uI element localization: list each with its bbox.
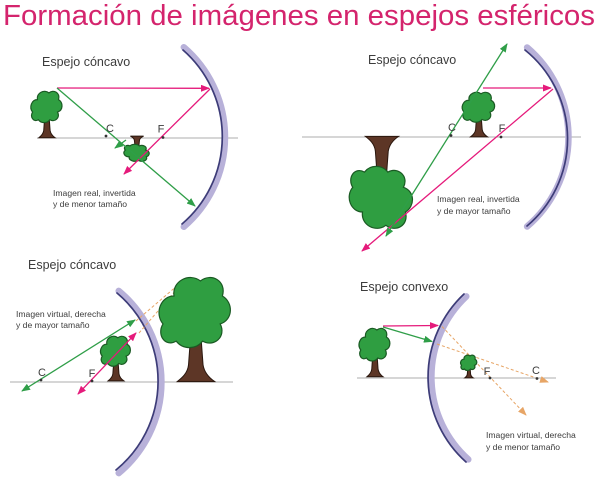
focus-label: F <box>484 366 491 378</box>
virtual-image-tree-small <box>460 354 478 379</box>
ray-through-center <box>385 43 508 237</box>
virtual-ray-through-center <box>436 343 549 383</box>
virtual-ray-through-focus <box>441 326 527 416</box>
ray-toward-center <box>382 326 433 343</box>
panel-concave-object-beyond-c: C F Espejo cóncavo Imagen real, invertid… <box>30 43 238 231</box>
panel-title: Espejo cóncavo <box>28 258 116 272</box>
panel-concave-object-inside-f: C F Espejo cóncavo Imagen virtual, derec… <box>10 258 233 477</box>
concave-mirror-body <box>180 43 229 231</box>
convex-mirror-body <box>428 293 472 463</box>
object-tree <box>461 91 496 138</box>
ray-through-center <box>56 87 196 207</box>
caption-line-2: y de mayor tamaño <box>16 320 90 330</box>
convex-mirror-surface <box>427 293 467 463</box>
object-tree <box>358 327 391 378</box>
center-label: C <box>106 123 114 135</box>
center-label: C <box>448 122 456 134</box>
concave-mirror-surface <box>115 292 159 471</box>
caption-line-2: y de mayor tamaño <box>437 206 511 216</box>
concave-mirror-body <box>115 287 165 477</box>
center-point <box>535 377 539 380</box>
ray-return-arrow <box>114 139 127 149</box>
panel-title: Espejo convexo <box>360 280 448 294</box>
concave-mirror-surface <box>181 49 224 225</box>
panel-title: Espejo cóncavo <box>42 55 130 69</box>
caption-line-1: Imagen virtual, derecha <box>486 430 576 440</box>
caption-line-1: Imagen real, invertida <box>437 194 520 204</box>
focus-label: F <box>499 123 506 135</box>
center-point <box>104 134 108 138</box>
object-tree <box>30 90 63 139</box>
concave-mirror-surface <box>524 49 569 227</box>
focus-point <box>161 136 165 139</box>
ray-through-focus <box>77 332 137 395</box>
page-title: Formación de imágenes en espejos esféric… <box>3 0 595 32</box>
focus-point <box>90 379 94 383</box>
panel-convex: F C Espejo convexo Imagen virtual, derec… <box>357 280 576 463</box>
focus-point <box>499 135 503 139</box>
center-point <box>39 378 43 382</box>
virtual-image-tree-large <box>157 276 232 383</box>
center-label: C <box>532 365 540 377</box>
focus-label: F <box>89 368 96 380</box>
caption-line-2: y de menor tamaño <box>53 199 127 209</box>
panel-title: Espejo cóncavo <box>368 53 456 67</box>
image-tree-inverted-large <box>348 135 414 230</box>
panel-concave-object-between-c-f: C F Espejo cóncavo Imagen real, invertid… <box>302 43 581 252</box>
ray-parallel-incident <box>382 322 439 330</box>
ray-reflected-through-focus <box>123 88 211 175</box>
center-point <box>449 134 453 137</box>
focus-label: F <box>158 124 165 136</box>
center-label: C <box>38 367 46 379</box>
caption-line-1: Imagen virtual, derecha <box>16 309 106 319</box>
focus-point <box>488 376 492 380</box>
caption-line-2: y de menor tamaño <box>486 442 560 452</box>
caption-line-1: Imagen real, invertida <box>53 188 136 198</box>
